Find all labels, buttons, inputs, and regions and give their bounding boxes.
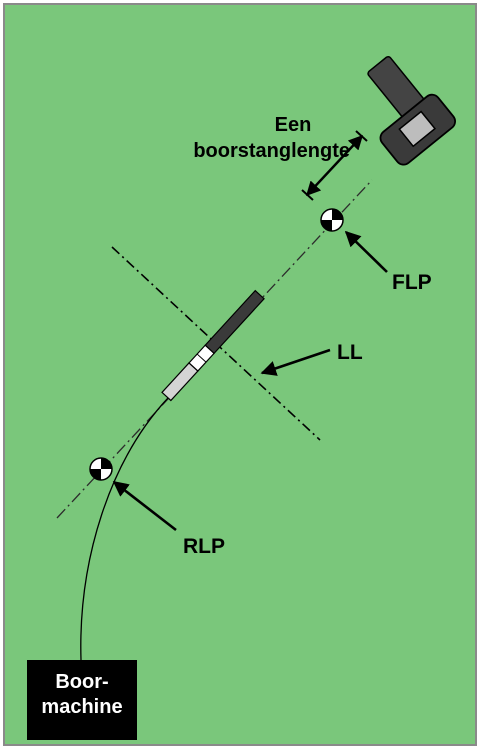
rlp-pointer-arrow [112, 480, 177, 532]
ll-pointer-arrow [260, 348, 331, 376]
rod-length-label-line1: Een [274, 114, 312, 136]
rlp-label: RLP [183, 535, 225, 558]
rod-length-dimension [301, 130, 368, 201]
drill-head-icon [161, 289, 265, 402]
locate-point-icon [320, 208, 344, 232]
drilling-machine-label-line1: Boor- [55, 671, 109, 693]
locate-point-icon [89, 457, 113, 481]
locator-receiver-icon [367, 55, 456, 166]
drilling-machine-label-line2: machine [41, 696, 123, 718]
rod-length-label-line2: boorstanglengte [193, 140, 350, 162]
rod-length-label: Een boorstanglengte [193, 112, 350, 164]
drilling-machine-box: Boor- machine [27, 660, 137, 740]
bore-path-curve [80, 397, 169, 661]
ll-label: LL [337, 341, 363, 364]
flp-label: FLP [392, 271, 432, 294]
flp-pointer-arrow [344, 230, 388, 273]
